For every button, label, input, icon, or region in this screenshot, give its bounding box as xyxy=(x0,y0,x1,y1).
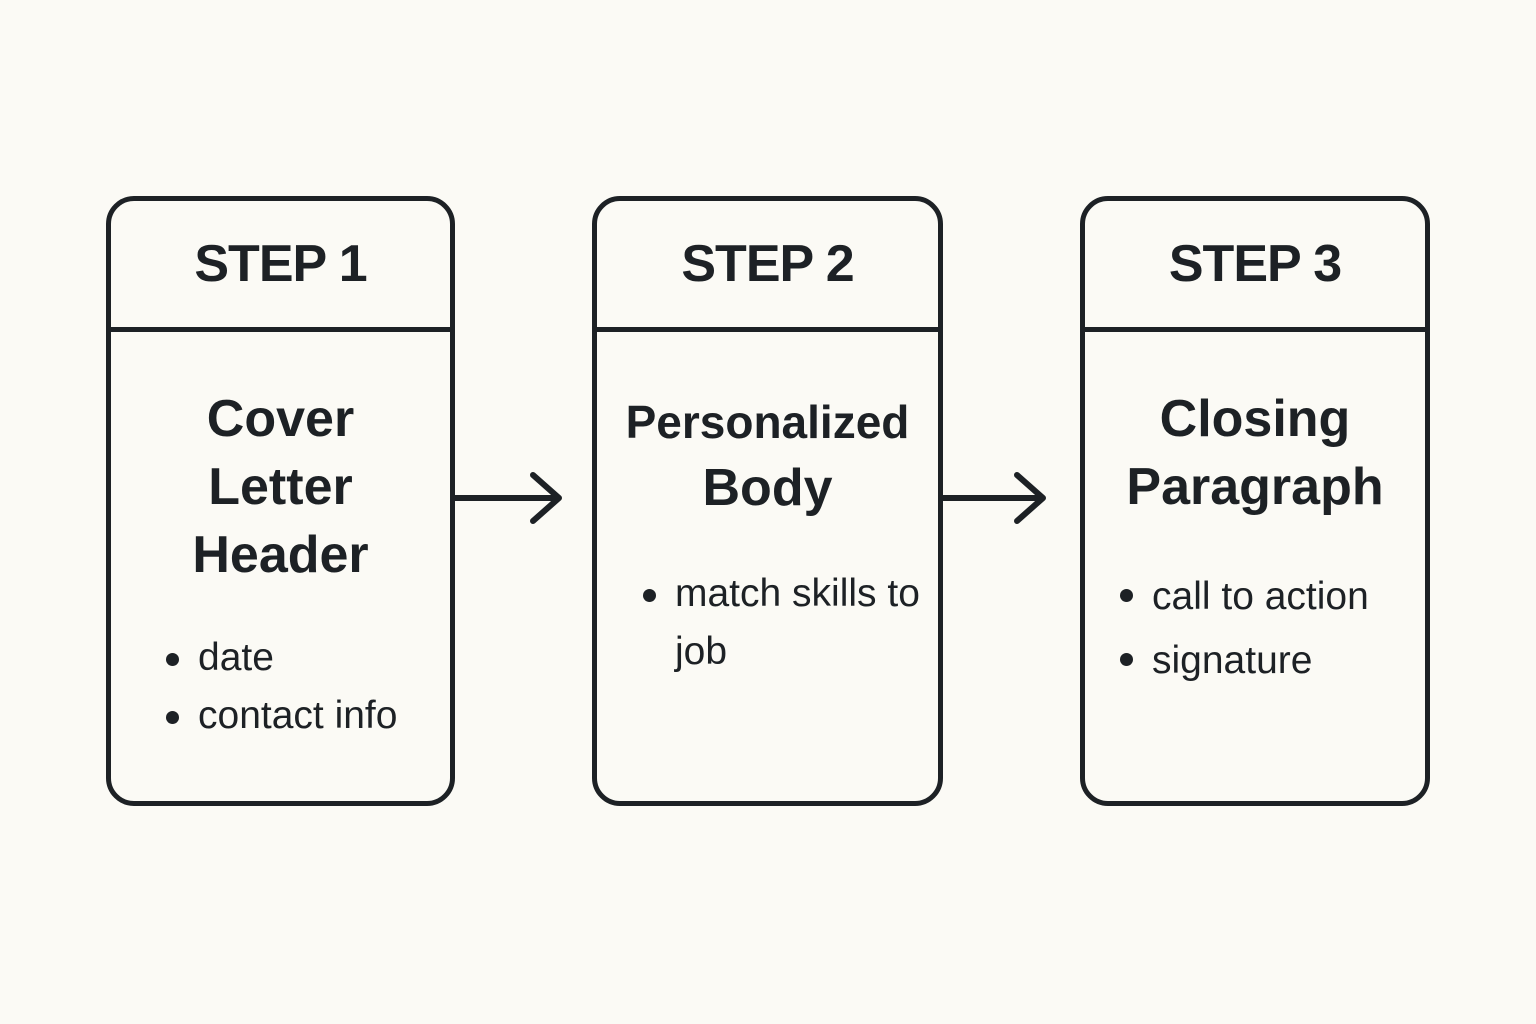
bullet-item: signature xyxy=(1120,629,1369,693)
arrow-right-icon xyxy=(455,472,562,524)
step-2-card: STEP 2 Personalized Body match skills to… xyxy=(592,196,943,806)
step-1-card: STEP 1 Cover Letter Header date contact … xyxy=(106,196,455,806)
step-2-label: STEP 2 xyxy=(597,201,938,332)
step-3-title: Closing Paragraph xyxy=(1085,385,1425,521)
bullet-item: call to action xyxy=(1120,565,1369,629)
title-line: Letter xyxy=(208,458,353,516)
title-line: Body xyxy=(702,459,833,517)
bullet-item: match skills to job xyxy=(643,565,923,681)
title-line: Closing xyxy=(1159,390,1351,448)
title-line: Paragraph xyxy=(1126,458,1384,516)
title-line: Header xyxy=(192,526,369,584)
step-3-label: STEP 3 xyxy=(1085,201,1425,332)
bullet-item: contact info xyxy=(166,687,397,745)
step-1-label: STEP 1 xyxy=(111,201,450,332)
step-2-bullets: match skills to job xyxy=(643,565,923,681)
bullet-item: date xyxy=(166,629,397,687)
title-line: Cover xyxy=(206,390,355,448)
step-1-title: Cover Letter Header xyxy=(111,385,450,589)
arrow-right-icon xyxy=(943,472,1046,524)
step-1-bullets: date contact info xyxy=(166,629,397,745)
step-2-title: Personalized Body xyxy=(597,389,938,521)
title-line: Personalized xyxy=(625,396,910,448)
step-3-bullets: call to action signature xyxy=(1120,565,1369,693)
step-3-card: STEP 3 Closing Paragraph call to action … xyxy=(1080,196,1430,806)
